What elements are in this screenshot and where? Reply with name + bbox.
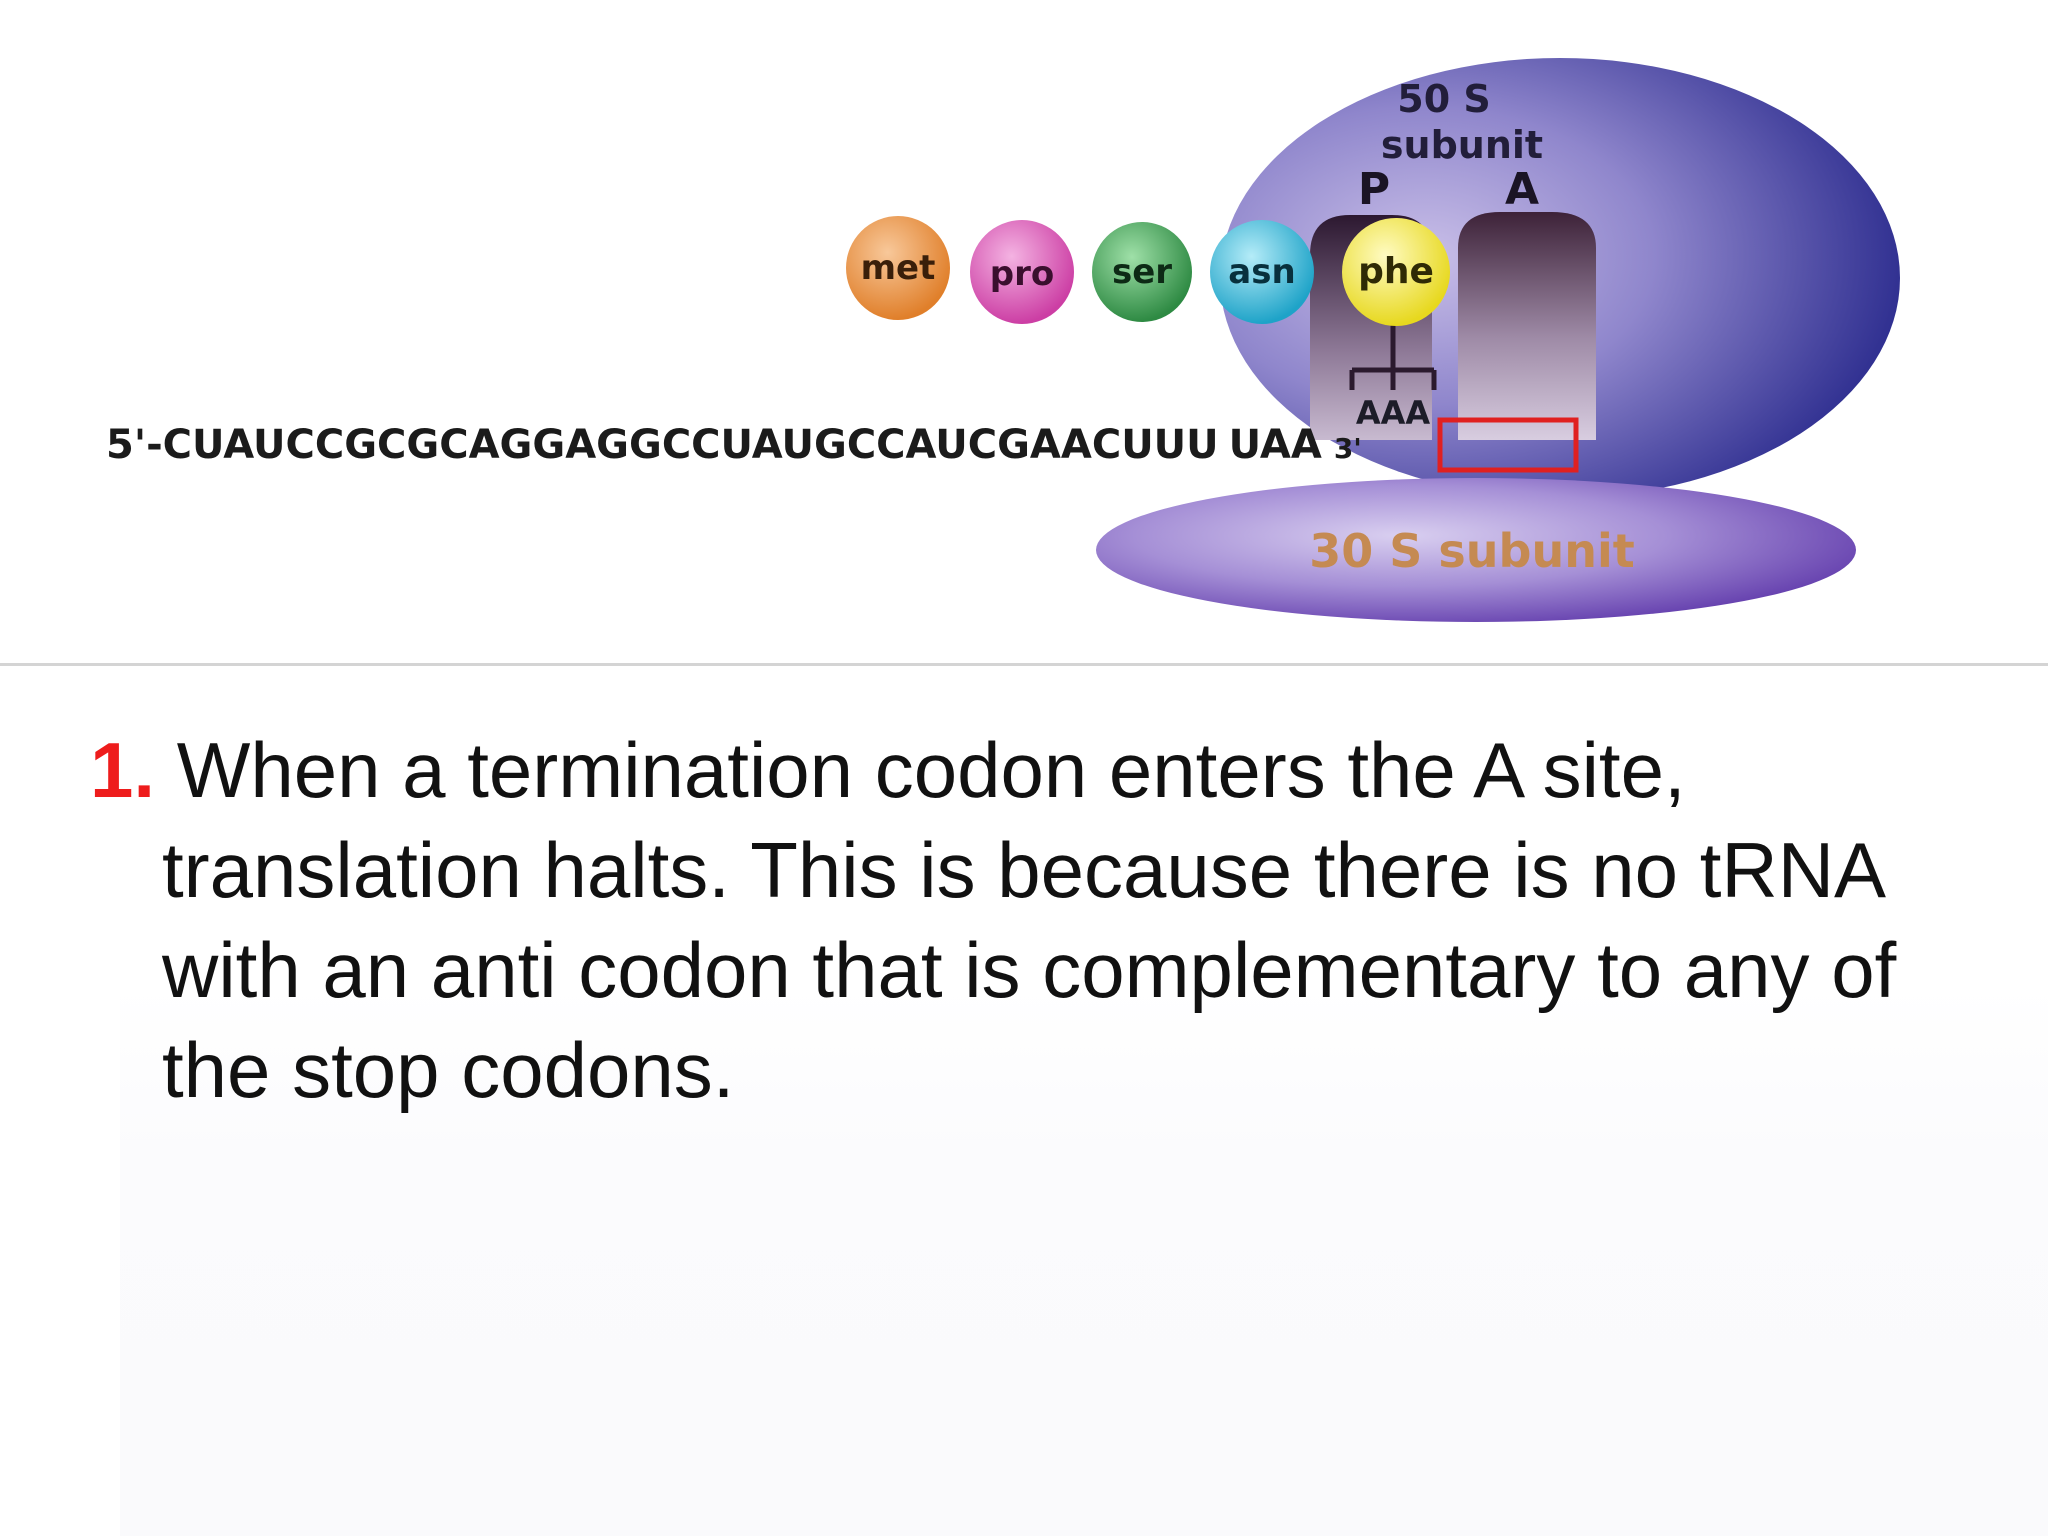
mrna-end-label: 3' <box>1334 432 1362 465</box>
text-line-3: with an anti codon that is complementary… <box>90 920 2010 1020</box>
explanation-text: 1. When a termination codon enters the A… <box>90 720 2010 1120</box>
amino-acid-label: asn <box>1228 252 1295 292</box>
anticodon-label: AAA <box>1356 394 1431 432</box>
text-line-1: 1. When a termination codon enters the A… <box>90 720 2010 820</box>
amino-acid-label: ser <box>1112 252 1172 292</box>
point-number: 1. <box>90 726 155 814</box>
p-site-label: P <box>1358 164 1390 215</box>
small-subunit-label: 30 S subunit <box>1309 524 1634 578</box>
translation-termination-diagram: met pro ser asn phe 50 S subunit P A AAA… <box>0 0 2048 666</box>
peptide-chain: met pro ser asn phe <box>846 216 1450 326</box>
mrna-sequence-main: 5'-CUAUCCGCGCAGGAGGCCUAUGCCAUCGAACUUU <box>106 422 1219 468</box>
stop-codon-text: UAA <box>1229 422 1322 468</box>
text-line-4: the stop codons. <box>90 1020 2010 1120</box>
text-line-1-content: When a termination codon enters the A si… <box>155 726 1686 814</box>
diagram-canvas: met pro ser asn phe 50 S subunit P A AAA… <box>0 0 2048 666</box>
a-site-slot <box>1458 212 1596 440</box>
text-line-2: translation halts. This is because there… <box>90 820 2010 920</box>
large-subunit-label-line1: 50 S <box>1397 77 1490 121</box>
a-site-label: A <box>1505 164 1539 215</box>
large-subunit-label-line2: subunit <box>1381 123 1543 167</box>
amino-acid-label: pro <box>990 254 1054 294</box>
amino-acid-label: met <box>861 248 936 288</box>
amino-acid-label: phe <box>1358 251 1434 292</box>
